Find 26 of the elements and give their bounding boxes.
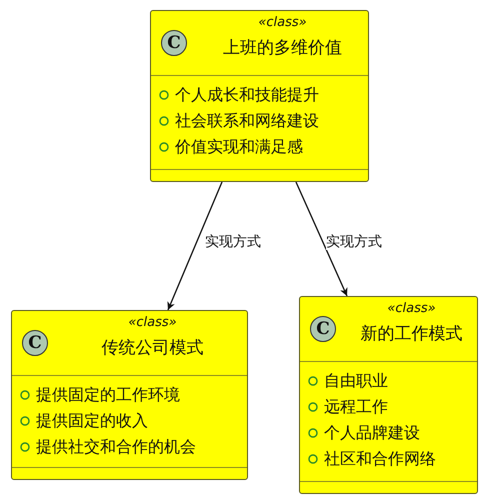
arrow: [167, 182, 223, 310]
attribute-text: 个人成长和技能提升: [175, 84, 319, 106]
attribute-text: 远程工作: [324, 396, 388, 418]
class-icon: C: [161, 30, 187, 56]
class-name: 传统公司模式: [102, 337, 204, 359]
edge-label: 实现方式: [205, 234, 261, 250]
attribute-text: 提供固定的收入: [36, 410, 148, 432]
attribute-text: 提供社交和合作的机会: [36, 436, 196, 458]
edge-label: 实现方式: [326, 234, 382, 250]
class-name: 上班的多维价值: [223, 37, 342, 59]
class-icon: C: [310, 316, 336, 342]
class-icon: C: [22, 330, 48, 356]
class-name: 新的工作模式: [360, 323, 462, 345]
class-box: [11, 310, 248, 480]
stereotype-text: «class»: [128, 315, 177, 330]
attribute-text: 个人品牌建设: [324, 422, 420, 444]
arrow: [295, 182, 348, 296]
attribute-text: 社会联系和网络建设: [175, 110, 319, 132]
stereotype-text: «class»: [258, 15, 307, 30]
stereotype-text: «class»: [387, 301, 436, 316]
attribute-text: 自由职业: [324, 370, 388, 392]
attribute-text: 提供固定的工作环境: [36, 384, 180, 406]
class-box: [299, 296, 478, 494]
class-box: [150, 10, 369, 182]
attribute-text: 社区和合作网络: [324, 448, 436, 470]
attribute-text: 价值实现和满足感: [175, 136, 303, 158]
